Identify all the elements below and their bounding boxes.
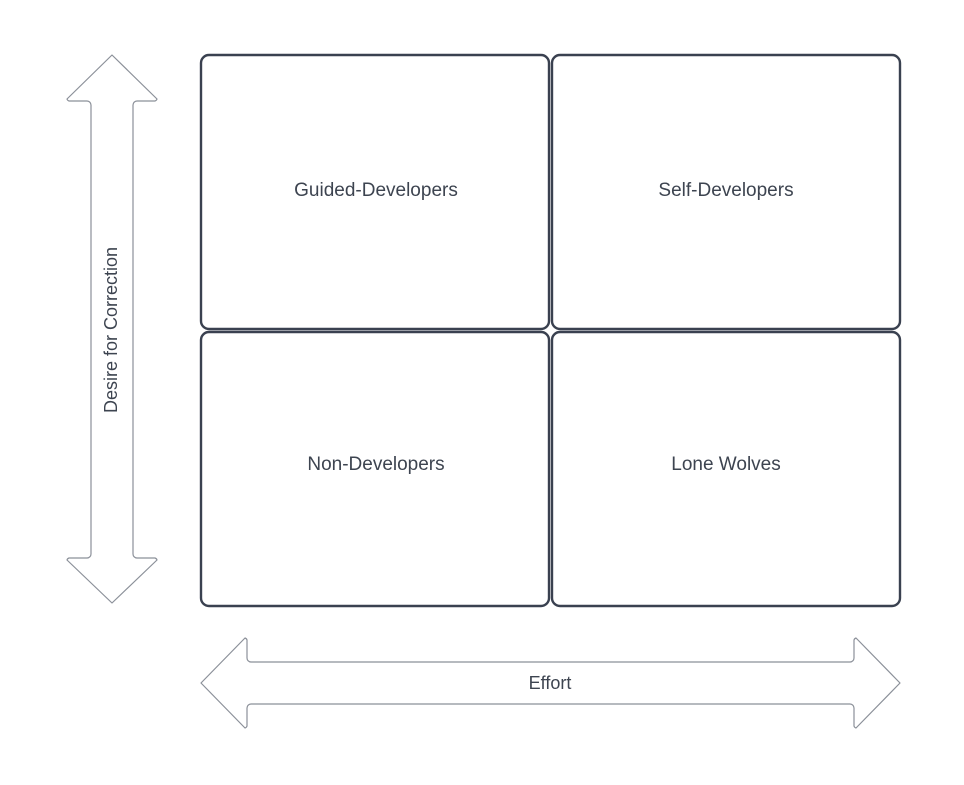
quadrant-label-top-right: Self-Developers xyxy=(658,180,793,201)
horizontal-axis-label: Effort xyxy=(529,673,572,693)
horizontal-double-arrow-icon xyxy=(200,637,901,729)
quadrant-box-bottom-left[interactable] xyxy=(199,330,551,608)
vertical-double-arrow-icon xyxy=(66,54,158,604)
quadrant-label-bottom-left: Non-Developers xyxy=(307,454,444,475)
quadrant-label-top-left: Guided-Developers xyxy=(294,180,458,201)
quadrant-label-bottom-right: Lone Wolves xyxy=(671,454,781,475)
quadrant-box-top-left[interactable] xyxy=(199,53,551,331)
quadrant-box-top-right[interactable] xyxy=(550,53,902,331)
vertical-axis-label: Desire for Correction xyxy=(101,247,121,413)
quadrant-box-bottom-right[interactable] xyxy=(550,330,902,608)
